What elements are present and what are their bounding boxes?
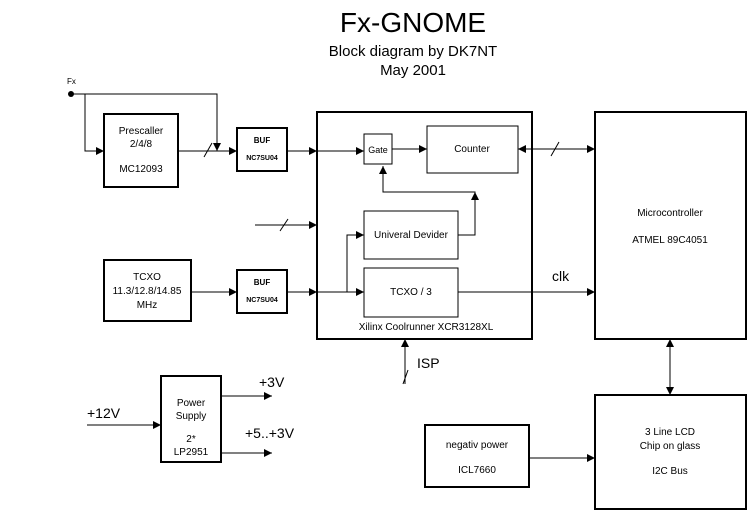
output-3v-label: +3V [259,374,285,390]
prescaler-part: MC12093 [119,164,163,175]
prescaler-ratio: 2/4/8 [130,139,153,150]
lcd-line1: 3 Line LCD [645,427,695,438]
fx-input-label: Fx [67,77,76,86]
tcxo-block: TCXO 11.3/12.8/14.85 MHz [103,259,192,322]
counter-label: Counter [454,144,490,155]
diagram-date: May 2001 [380,62,446,79]
output-5v-arrow [264,449,272,457]
divider-block: Univeral Devider [363,210,459,260]
arrow-to-prescaler [96,147,104,155]
arrow-to-buf-bottom [229,288,237,296]
gate-label: Gate [368,145,388,155]
arrow-into-xilinx-bottom [309,288,317,296]
divider-control-input [255,218,317,232]
tcxo-unit: MHz [137,300,158,311]
power-supply-block: Power Supply 2* LP2951 [160,375,222,463]
tcxo-divider-block: TCXO / 3 [363,267,459,318]
output-5v-label: +5..+3V [245,425,295,441]
input-voltage-arrow [153,421,161,429]
power-supply-name2: Supply [176,411,207,422]
power-supply-part: LP2951 [174,447,209,458]
buffer-bottom-block: BUF NC7SU04 [236,269,288,314]
negative-power-part: ICL7660 [458,465,496,476]
counter-block: Counter [426,125,519,174]
buffer-top-part: NC7SU04 [246,155,278,162]
lcd-block: 3 Line LCD Chip on glass I2C Bus [594,394,747,510]
output-3v-arrow [264,392,272,400]
arrow-to-buf-top [229,147,237,155]
arrow-divider-control [309,221,317,229]
diagram-subtitle: Block diagram by DK7NT [329,43,497,60]
prescaler-name: Prescaller [119,126,164,137]
microcontroller-name: Microcontroller [637,208,703,219]
lcd-line3: I2C Bus [652,466,688,477]
tcxo-freqs: 11.3/12.8/14.85 [113,286,182,297]
microcontroller-block: Microcontroller ATMEL 89C4051 [594,111,747,340]
gate-block: Gate [363,133,393,165]
input-voltage-label: +12V [87,405,121,421]
clk-arrow [587,288,595,296]
isp-label: ISP [417,355,440,371]
buffer-top-block: BUF NC7SU04 [236,127,288,172]
tcxo-divider-label: TCXO / 3 [390,287,432,298]
negative-power-block: negativ power ICL7660 [424,424,530,488]
fx-input-wires [71,93,237,158]
mcu-lcd-link [666,339,674,395]
clk-label: clk [552,268,570,284]
data-bus [518,141,595,157]
power-supply-count: 2* [186,434,196,445]
tcxo-name: TCXO [133,272,161,283]
buffer-bottom-name: BUF [254,278,271,287]
buffer-bottom-part: NC7SU04 [246,297,278,304]
lcd-line2: Chip on glass [640,441,701,452]
isp-input [401,339,409,385]
negative-power-name: negativ power [446,440,509,451]
xilinx-block: Xilinx Coolrunner XCR3128XL Gate Counter… [316,111,533,340]
xilinx-label: Xilinx Coolrunner XCR3128XL [359,322,494,333]
prescaler-block: Prescaller 2/4/8 MC12093 [103,113,179,188]
buffer-top-name: BUF [254,136,271,145]
power-supply-name1: Power [177,398,206,409]
diagram-title: Fx-GNOME [340,7,486,38]
arrow-down-fx [213,143,221,151]
negpower-to-lcd-arrow [587,454,595,462]
arrow-into-xilinx-top [309,147,317,155]
microcontroller-part: ATMEL 89C4051 [632,235,708,246]
divider-label: Univeral Devider [374,230,449,241]
